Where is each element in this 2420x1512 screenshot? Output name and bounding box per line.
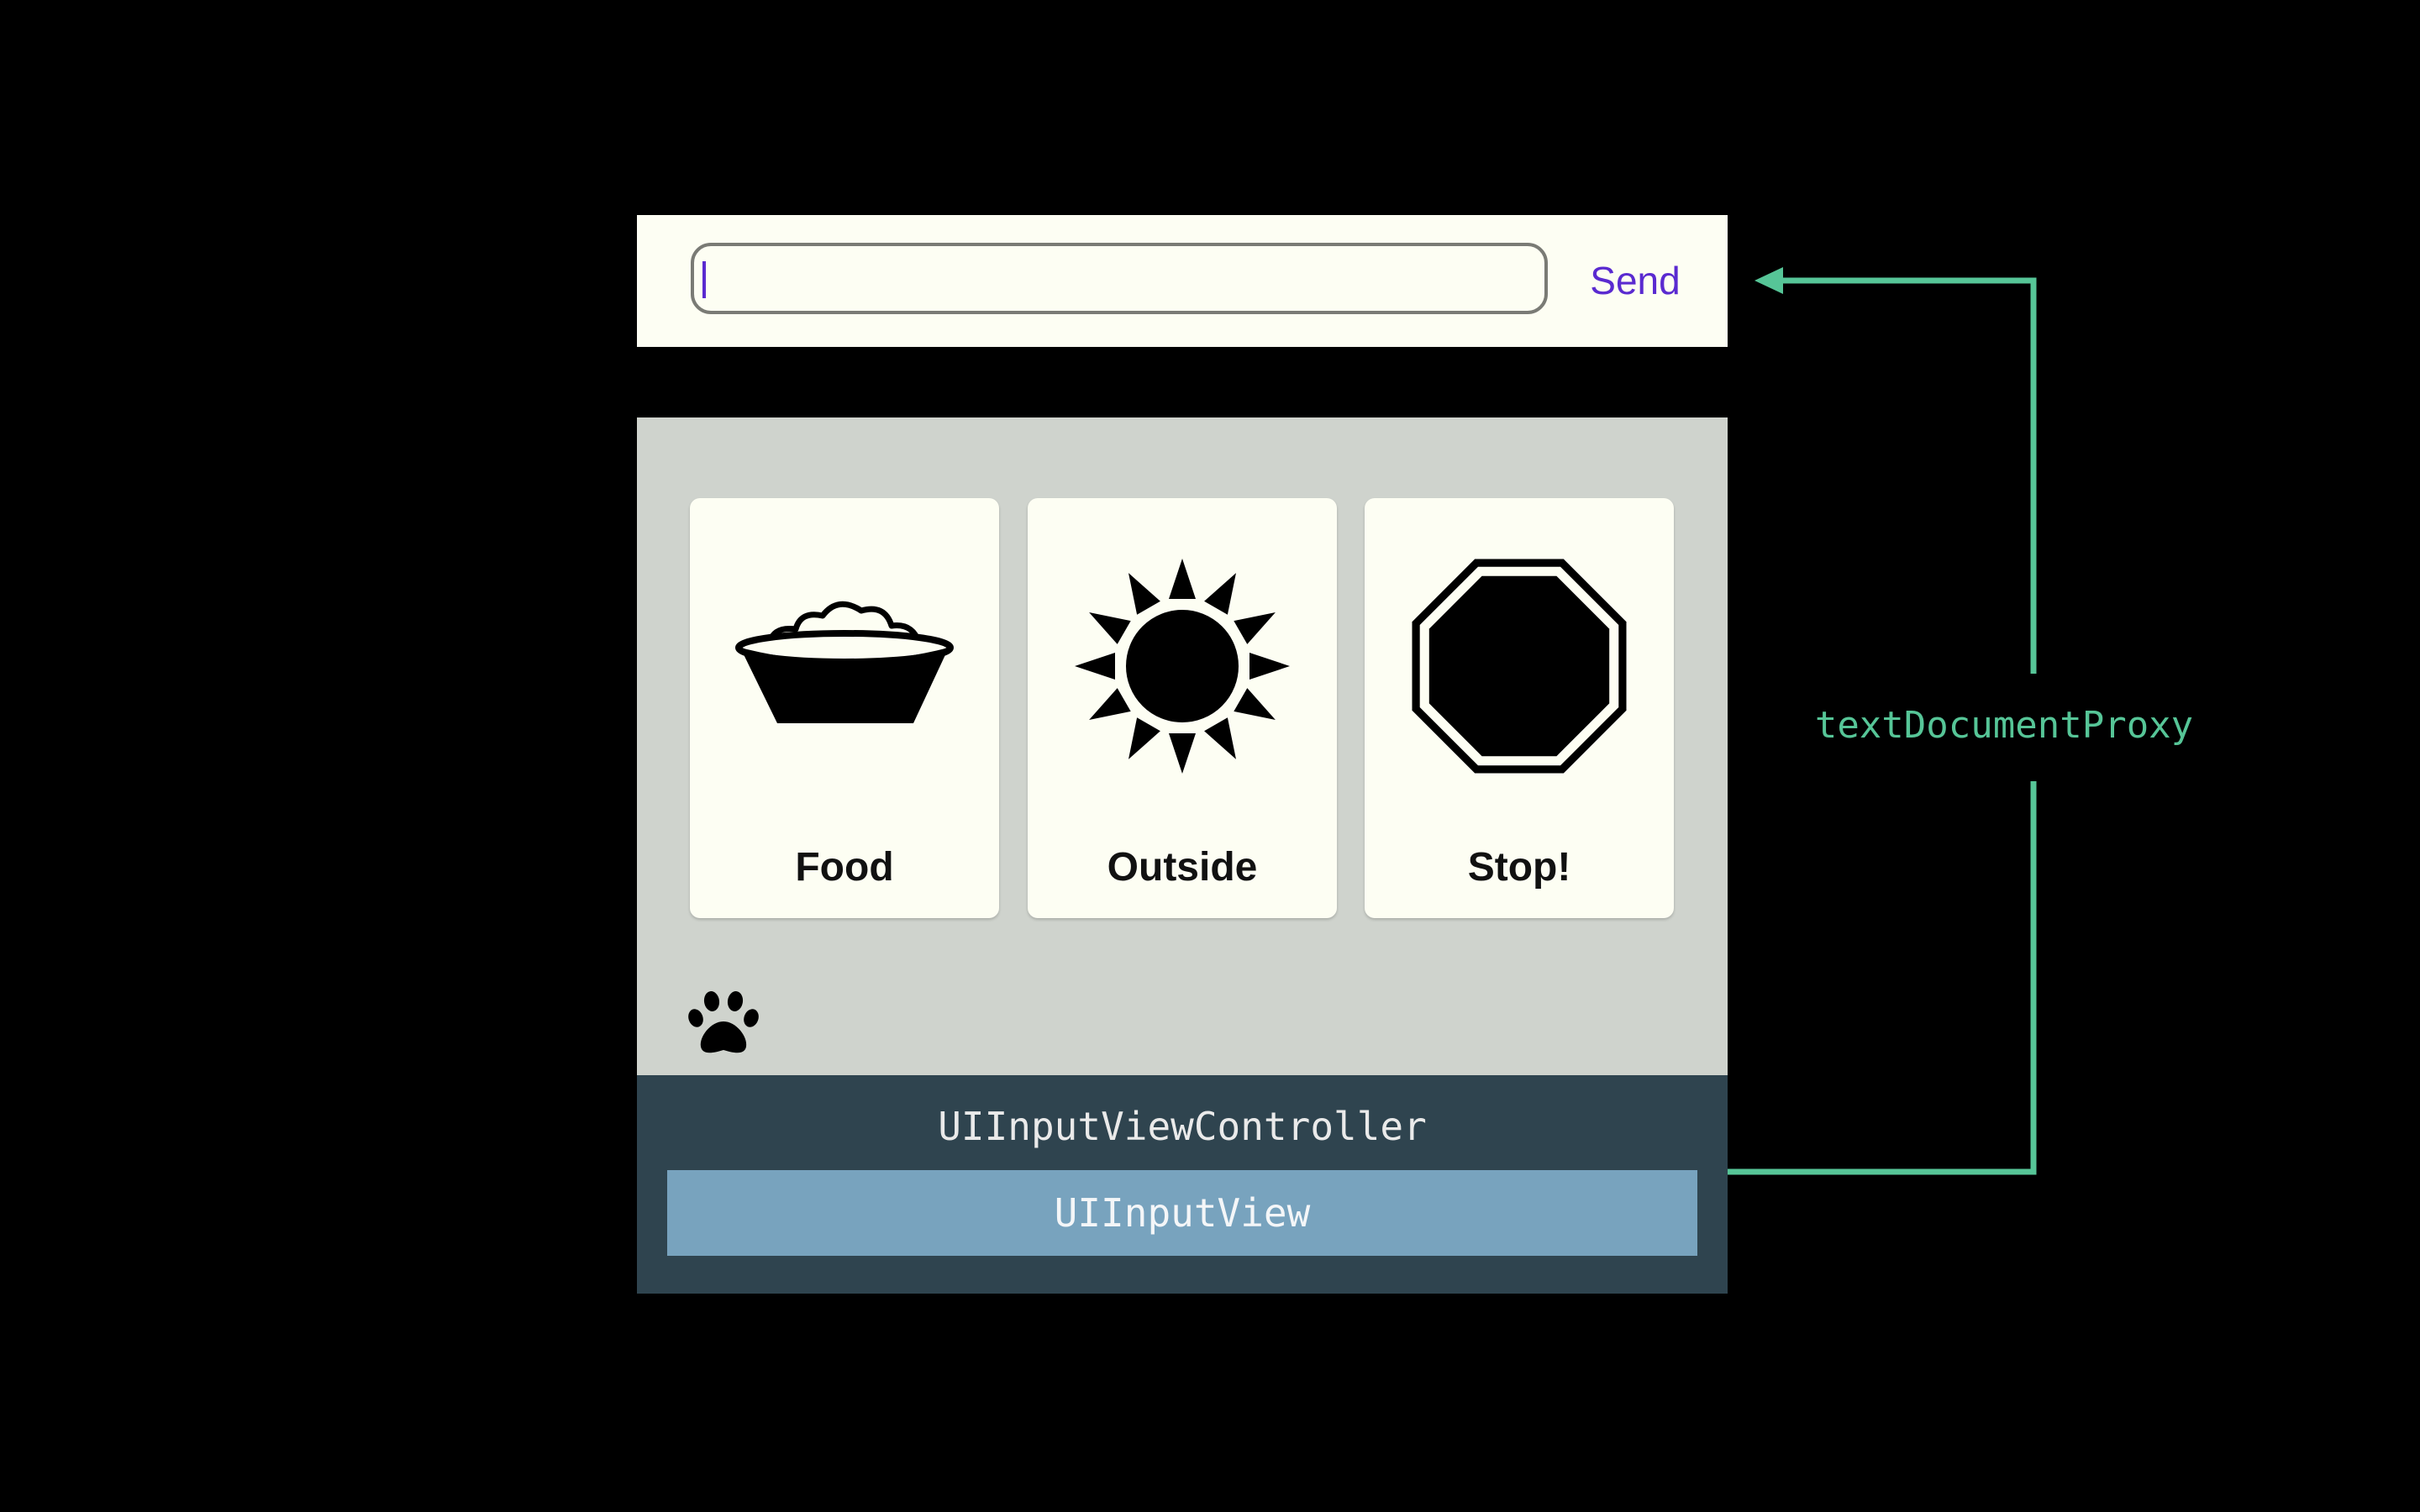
paw-icon[interactable]: [686, 984, 761, 1060]
input-view-controller-label: UIInputViewController: [938, 1104, 1427, 1149]
input-view-label: UIInputView: [1054, 1190, 1311, 1236]
sun-icon: [1075, 559, 1290, 774]
input-view-controller: UIInputViewController UIInputView: [637, 1075, 1728, 1294]
text-document-proxy-label: textDocumentProxy: [1814, 704, 2194, 747]
food-card-label: Food: [795, 845, 894, 890]
outside-card-label: Outside: [1107, 845, 1258, 890]
food-bowl-icon: [735, 601, 954, 723]
text-cursor: [702, 261, 706, 298]
food-card[interactable]: Food: [690, 498, 999, 918]
outside-card[interactable]: Outside: [1028, 498, 1337, 918]
stop-card-label: Stop!: [1467, 845, 1571, 890]
keyboard-panel: Food Outside Stop!: [637, 417, 1728, 1075]
message-input[interactable]: [691, 243, 1548, 314]
input-view: UIInputView: [667, 1170, 1697, 1256]
stop-card[interactable]: Stop!: [1365, 498, 1674, 918]
stop-sign-icon: [1412, 559, 1627, 774]
send-button[interactable]: Send: [1590, 259, 1681, 302]
message-bar: Send: [637, 215, 1728, 347]
